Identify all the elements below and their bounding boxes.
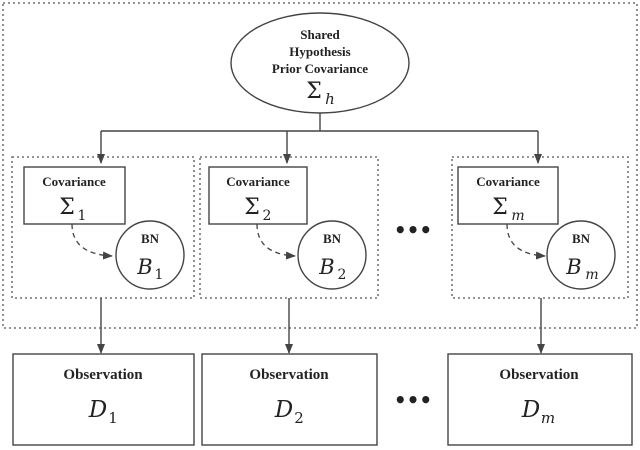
cov-1-sigma: Σ [59,195,75,220]
cov-1-subscript: 1 [78,208,87,224]
obs-1-subscript: 1 [108,409,118,427]
bn-1-subscript: 1 [155,267,164,283]
obs-m-label: Observation [499,367,579,383]
bn-2-symbol: B [318,255,334,279]
obs-1-label: Observation [63,367,143,383]
obs-2-label: Observation [249,367,329,383]
bn-2-label: BN [323,231,342,246]
cov-1-label: Covariance [42,174,106,189]
observation-m: Observation D m [447,353,633,446]
observations-ellipsis: ••• [394,388,432,412]
obs-2-subscript: 2 [294,409,304,427]
group-2: Covariance Σ 2 BN B 2 [199,156,379,299]
obs-2-symbol: D [274,397,293,423]
group-m: Covariance Σ m BN B m [451,156,629,299]
cov-m-subscript: m [511,208,524,224]
cov-2-subscript: 2 [263,208,272,224]
cov-m-sigma: Σ [492,195,508,220]
cov-2-sigma: Σ [244,195,260,220]
cov-to-bn-arrow-1 [71,223,113,260]
outer-model-container [2,2,638,329]
group-1: Covariance Σ 1 BN B 1 [11,156,195,299]
bn-1-symbol: B [136,255,152,279]
hypothesis-sigma: Σ [306,79,322,104]
observation-1: Observation D 1 [12,353,195,446]
obs-m-symbol: D [521,397,540,423]
obs-1-symbol: D [88,397,107,423]
bn-2-subscript: 2 [338,267,347,283]
cov-2-label: Covariance [226,174,290,189]
hypothesis-line2: Hypothesis [289,44,350,59]
bn-1-label: BN [141,231,160,246]
hypothesis-line3: Prior Covariance [272,61,368,76]
bn-m-symbol: B [565,255,581,279]
cov-to-bn-arrow-2 [256,223,296,260]
groups-ellipsis: ••• [394,218,432,242]
cov-m-label: Covariance [476,174,540,189]
bn-m-label: BN [572,231,591,246]
hypothesis-line1: Shared [300,27,340,42]
bn-m-subscript: m [585,267,598,283]
observation-2: Observation D 2 [201,353,378,446]
obs-m-subscript: m [541,409,555,427]
cov-to-bn-arrow-m [506,223,546,260]
shared-hypothesis-node: Shared Hypothesis Prior Covariance Σ h [230,12,410,114]
hypothesis-subscript: h [325,90,335,108]
